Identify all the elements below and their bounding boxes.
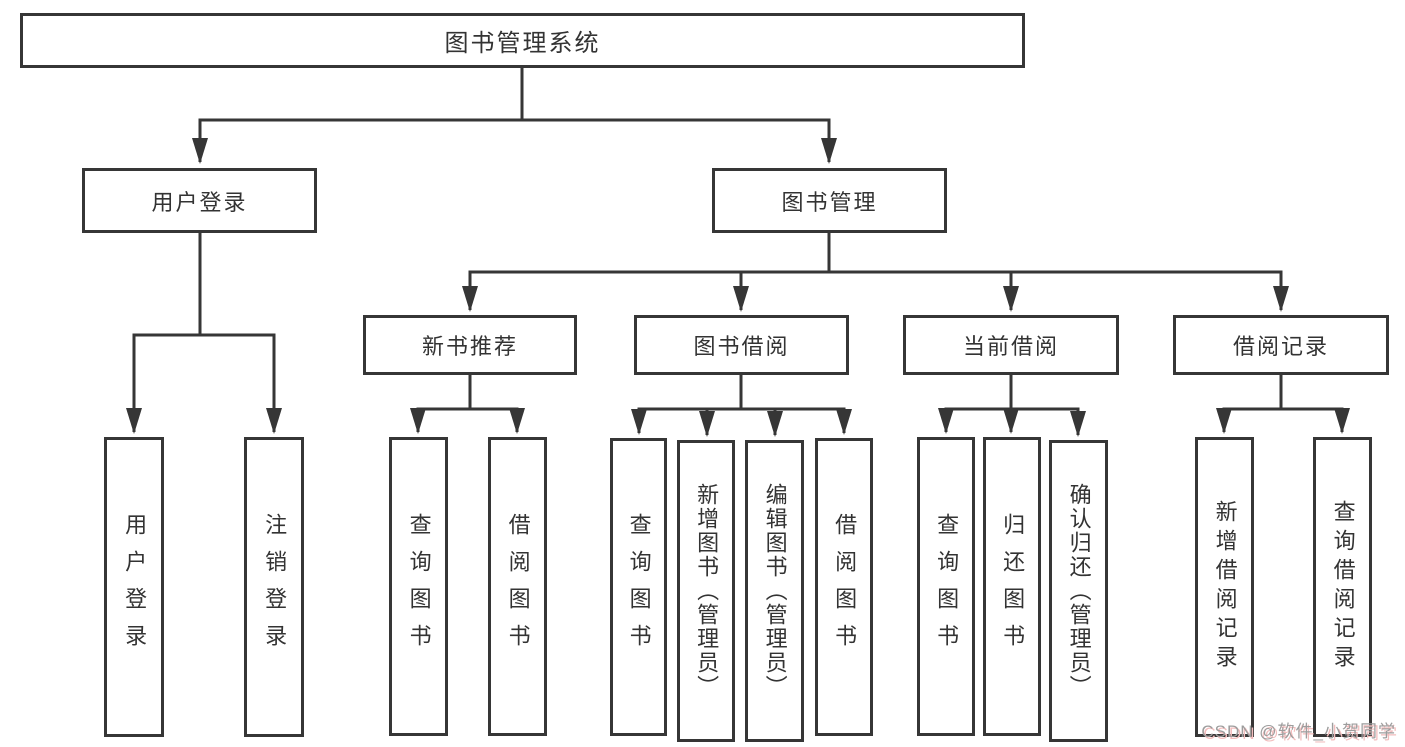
node-cb-query-books-label: 查询图书: [934, 512, 960, 661]
node-book-management: 图书管理: [712, 168, 947, 233]
node-nb-borrow-books-label: 借阅图书: [505, 512, 531, 661]
node-nb-borrow-books: 借阅图书: [488, 437, 547, 736]
node-br-query-record-label: 查询借阅记录: [1330, 500, 1356, 674]
node-bb-add-book-admin: 新增图书（管理员）: [677, 440, 735, 742]
node-br-query-record: 查询借阅记录: [1313, 437, 1372, 737]
node-new-book-recommend-label: 新书推荐: [421, 334, 518, 359]
csdn-watermark: CSDN @软件_小贺同学: [1201, 722, 1396, 741]
node-bb-query-books-label: 查询图书: [626, 513, 652, 661]
node-bb-edit-book-admin: 编辑图书（管理员）: [745, 440, 804, 742]
node-library-system: 图书管理系统: [20, 13, 1025, 68]
node-book-borrowing: 图书借阅: [634, 315, 849, 375]
node-cb-return-books-label: 归还图书: [1000, 512, 1026, 661]
node-br-add-record-label: 新增借阅记录: [1212, 500, 1238, 674]
node-current-borrowing: 当前借阅: [903, 315, 1119, 375]
node-new-book-recommend: 新书推荐: [363, 315, 577, 375]
node-logout: 注销登录: [244, 437, 304, 737]
node-bb-edit-book-admin-label: 编辑图书（管理员）: [762, 483, 788, 699]
node-user-login-label: 用户登录: [151, 189, 248, 215]
node-login: 用户登录: [104, 437, 164, 737]
node-library-system-label: 图书管理系统: [444, 30, 601, 57]
node-user-login: 用户登录: [82, 168, 317, 233]
node-book-management-label: 图书管理: [781, 189, 878, 215]
node-cb-query-books: 查询图书: [917, 437, 975, 736]
node-current-borrowing-label: 当前借阅: [962, 334, 1059, 359]
node-nb-query-books-label: 查询图书: [406, 512, 432, 661]
node-bb-add-book-admin-label: 新增图书（管理员）: [694, 483, 720, 699]
node-bb-borrow-books: 借阅图书: [815, 438, 873, 736]
node-cb-return-books: 归还图书: [983, 437, 1041, 736]
node-login-label: 用户登录: [122, 513, 148, 661]
node-borrow-records-label: 借阅记录: [1232, 334, 1329, 359]
node-logout-label: 注销登录: [262, 513, 288, 661]
node-cb-confirm-return-admin: 确认归还（管理员）: [1049, 440, 1108, 742]
node-nb-query-books: 查询图书: [389, 437, 448, 736]
node-bb-borrow-books-label: 借阅图书: [832, 513, 858, 661]
node-br-add-record: 新增借阅记录: [1195, 437, 1254, 737]
node-book-borrowing-label: 图书借阅: [693, 334, 790, 359]
node-borrow-records: 借阅记录: [1173, 315, 1389, 375]
node-cb-confirm-return-admin-label: 确认归还（管理员）: [1066, 483, 1092, 699]
node-bb-query-books: 查询图书: [610, 438, 667, 736]
